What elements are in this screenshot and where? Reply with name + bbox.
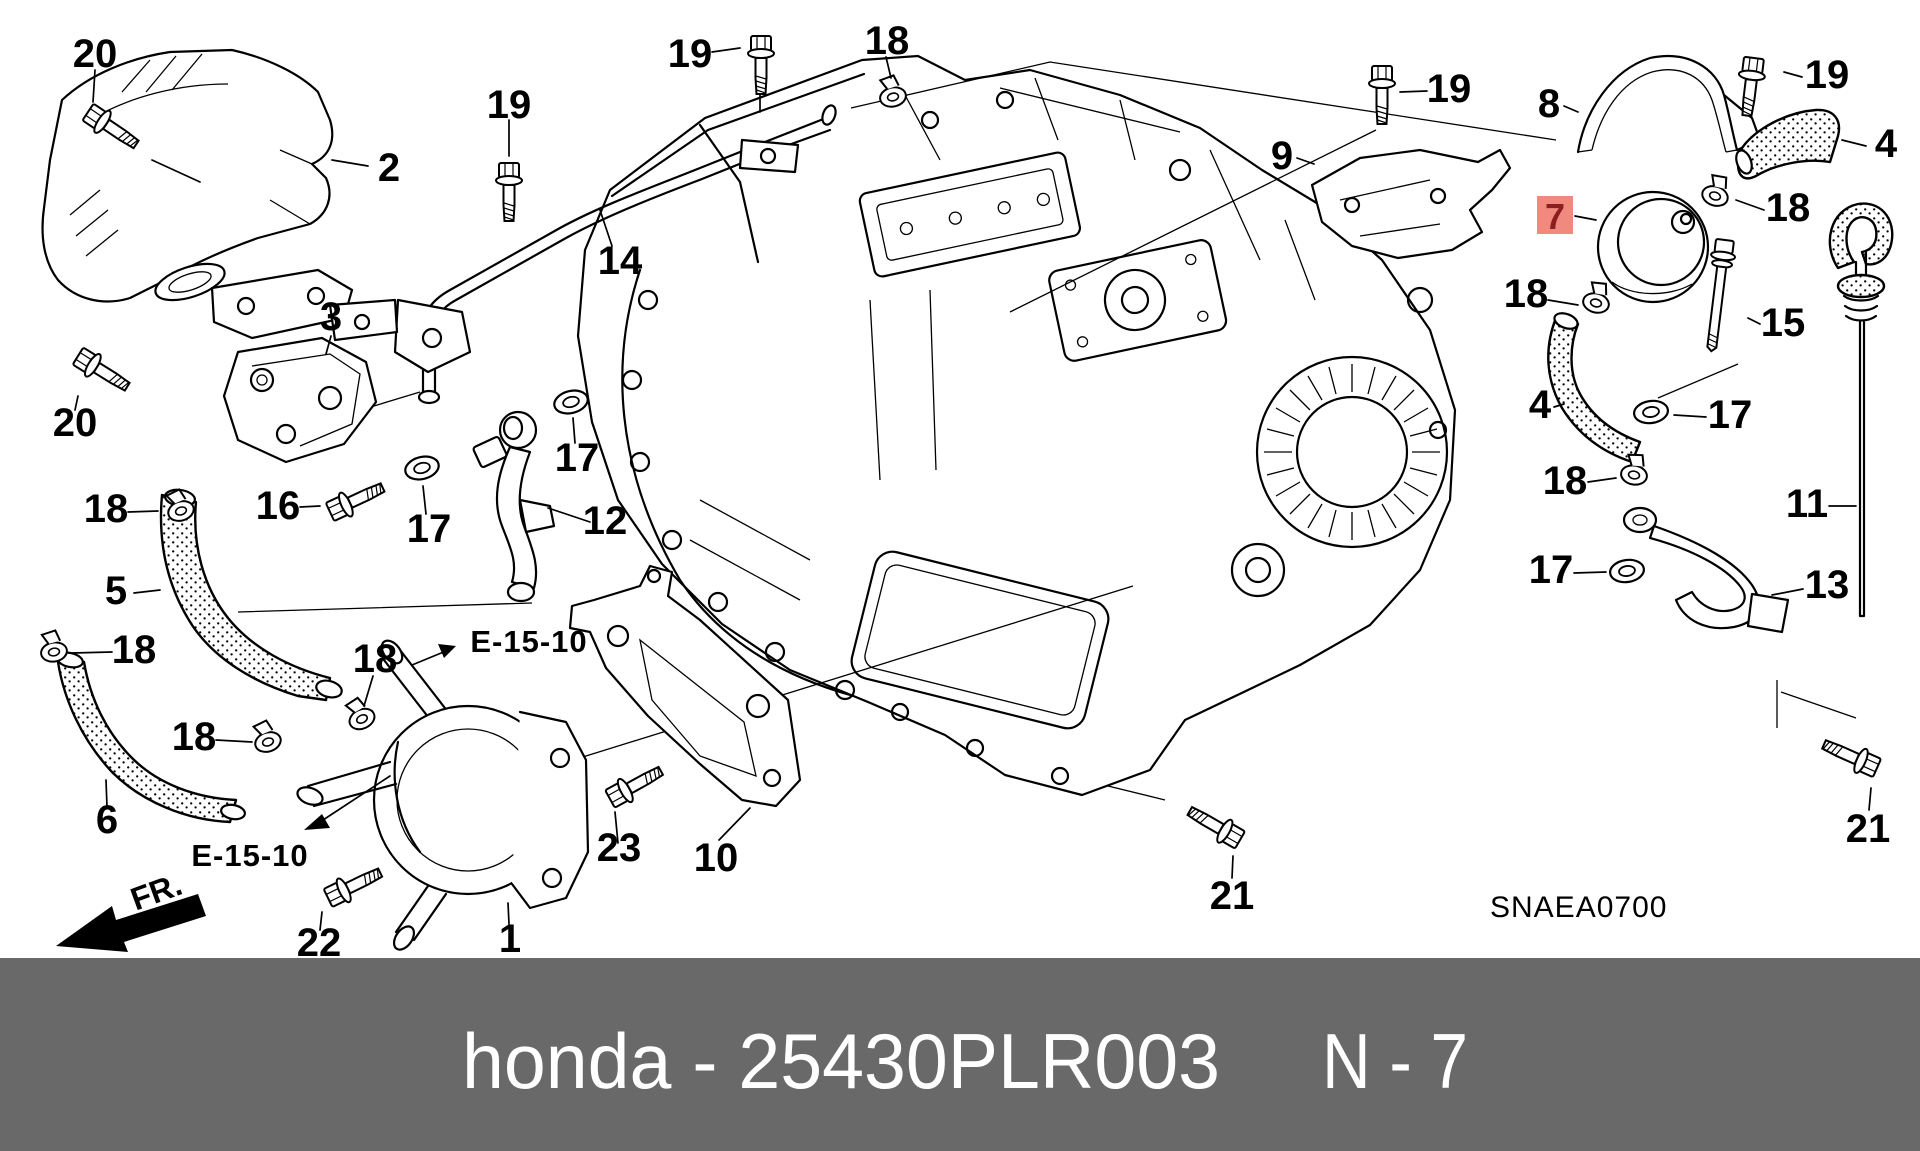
part-14-pipe [328,104,837,405]
zone-ref-lower-label: E-15-10 [191,838,308,873]
callout-1: 1 [499,917,521,961]
callout-18-i: 18 [172,715,217,759]
footer-brand-part: honda - 25430PLR003 [462,1017,1220,1105]
callout-17-d: 17 [1529,548,1574,592]
callout-10: 10 [694,836,739,880]
zone-arrow-lower [304,814,330,830]
callout-20-b: 20 [53,401,98,445]
callout-19-c: 19 [1427,67,1472,111]
callout-19-b: 19 [668,32,713,76]
part-3-bracket [210,268,378,464]
callout-18-g: 18 [112,628,157,672]
callout-14: 14 [598,239,643,283]
callout-18-a: 18 [865,19,910,63]
callout-17-a: 17 [407,507,452,551]
callout-16: 16 [256,484,301,528]
footer-background [0,958,1920,1151]
callout-11: 11 [1786,482,1828,526]
front-arrow [56,894,206,952]
callout-12: 12 [583,499,628,543]
callout-18-c: 18 [1504,272,1549,316]
callout-23: 23 [597,826,642,870]
part-8-strap [1576,55,1762,154]
zone-ref-upper: E-15-10 [411,624,587,666]
callout-5: 5 [105,569,127,613]
callout-18-b: 18 [1766,186,1811,230]
part-10-bracket [568,564,802,808]
callout-21-a: 21 [1210,874,1255,918]
part-7-vacuum-tank [1596,190,1710,304]
callout-18-h: 18 [353,637,398,681]
part-9-bracket [1310,148,1512,260]
part-12-arm [472,410,556,603]
callout-20-a: 20 [73,32,118,76]
callout-4-a: 4 [1875,122,1898,166]
transmission-assembly-drawing [576,54,1457,797]
callout-4-b: 4 [1529,383,1552,427]
callout-13: 13 [1805,563,1850,607]
callout-15: 15 [1761,301,1806,345]
zone-ref-lower: E-15-10 [191,775,391,873]
footer-text: honda - 25430PLR003 N - 7 [462,1017,1468,1105]
callout-21-b: 21 [1846,807,1891,851]
part-11-dipstick [1828,202,1894,618]
callout-6: 6 [96,798,118,842]
highlighted-callout-7: 7 [1537,196,1573,237]
callout-labels: 20 2 19 19 18 14 3 9 19 8 19 4 18 18 15 … [53,19,1898,965]
highlight-label: 7 [1545,196,1565,237]
callout-19-d: 19 [1805,53,1850,97]
part-13-pipe [1622,506,1790,634]
part-6-hose [56,651,246,824]
callout-2: 2 [378,146,400,190]
part-4-hose-upper [1735,108,1841,180]
diagram-code: SNAEA0700 [1490,891,1667,924]
callout-17-b: 17 [555,436,600,480]
callout-9: 9 [1271,134,1293,178]
callout-18-e: 18 [1543,459,1588,503]
zone-arrow-upper [438,644,456,658]
highlight-box [1537,196,1573,234]
callout-8: 8 [1538,82,1560,126]
footer-bar: honda - 25430PLR003 N - 7 [0,958,1920,1151]
callout-17-c: 17 [1708,393,1753,437]
footer-page-ref: N - 7 [1322,1017,1468,1105]
callout-18-f: 18 [84,487,129,531]
callout-3: 3 [320,295,342,339]
part-1-oil-cooler [296,639,590,951]
callout-22: 22 [297,921,342,965]
callout-19-a: 19 [487,83,532,127]
zone-ref-upper-label: E-15-10 [470,624,587,659]
callout-leader-lines [71,47,1872,931]
